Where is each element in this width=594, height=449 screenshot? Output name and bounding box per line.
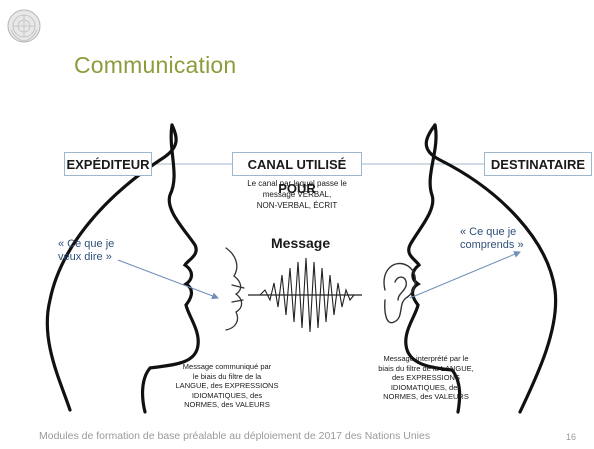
sender-arrow: [117, 259, 219, 300]
sender-note-line: LANGUE, des EXPRESSIONS: [175, 381, 279, 390]
mouth-icon: [225, 247, 245, 331]
receiver-note-line: NORMES, des VALEURS: [383, 392, 469, 401]
channel-note-line: message VERBAL,: [262, 190, 332, 199]
sender-face-icon: [141, 123, 200, 414]
receiver-quote-line: comprends »: [460, 239, 524, 251]
channel-note-line: NON-VERBAL, ÉCRIT: [256, 201, 338, 210]
receiver-note: Message interprété par le biais du filtr…: [364, 354, 488, 402]
sender-note-line: le biais du filtre de la: [192, 371, 262, 381]
channel-note: Le canal par lequel passe le message VER…: [232, 178, 362, 211]
receiver-quote: « Ce que je comprends »: [460, 226, 524, 252]
receiver-head-icon: [424, 123, 558, 414]
receiver-note-line: des EXPRESSIONS: [392, 373, 460, 382]
sender-label: EXPÉDITEUR: [64, 152, 152, 176]
page-number: 16: [566, 432, 577, 442]
ear-icon: [383, 262, 416, 324]
receiver-note-line: biais du filtre de la LANGUE,: [378, 363, 474, 373]
un-emblem-icon: [7, 9, 41, 43]
sender-quote: « Ce que je veux dire »: [58, 238, 114, 264]
message-label: Message: [271, 235, 331, 251]
sender-note-line: IDIOMATIQUES, des: [191, 390, 263, 400]
receiver-arrow: [409, 251, 521, 299]
slide-footer: Modules de formation de base préalable a…: [39, 430, 431, 442]
receiver-label: DESTINATAIRE: [484, 152, 592, 176]
sender-note-line: Message communiqué par: [182, 362, 272, 371]
channel-label: CANAL UTILISÉ POUR: [232, 152, 362, 196]
channel-note-line: Le canal par lequel passe le: [247, 179, 347, 188]
sound-wave-icon: [259, 257, 355, 333]
sender-note: Message communiqué par le biais du filtr…: [168, 362, 286, 410]
receiver-note-line: IDIOMATIQUES, des: [390, 382, 462, 392]
receiver-quote-line: « Ce que je: [460, 226, 517, 238]
sender-quote-line: « Ce que je: [58, 238, 115, 250]
sender-note-line: NORMES, des VALEURS: [184, 400, 270, 409]
receiver-face-icon: [404, 123, 462, 414]
receiver-note-line: Message interprété par le: [383, 354, 469, 363]
slide-title: Communication: [74, 52, 237, 78]
sender-quote-line: veux dire »: [58, 251, 112, 263]
